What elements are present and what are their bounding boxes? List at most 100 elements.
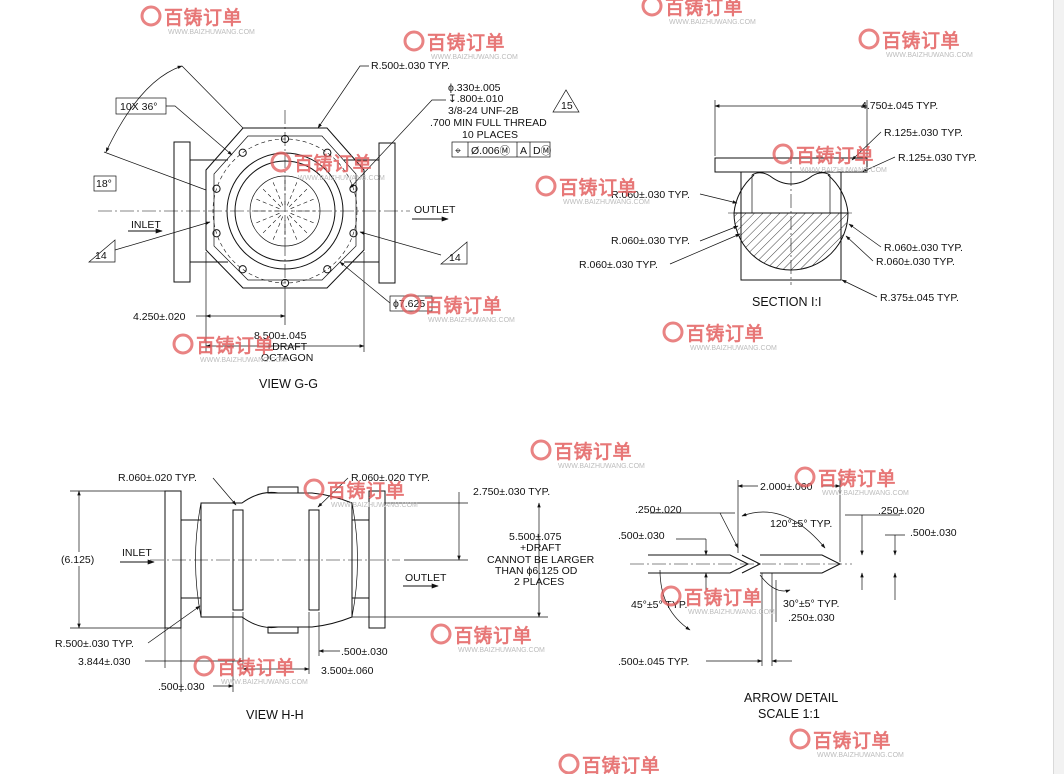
watermark-logo-icon xyxy=(660,585,682,607)
hh-inlet-flange xyxy=(164,490,182,629)
watermark-brand: 百铸订单 xyxy=(294,152,372,175)
hh-dim-2750: 2.750±.030 TYP. xyxy=(473,486,550,498)
ad-120-arc xyxy=(741,511,826,549)
watermark-url: WWW.BAIZHUWANG.COM xyxy=(458,647,545,654)
si-inner-lines xyxy=(751,175,831,213)
gg-dim-left: 4.250±.020 xyxy=(133,311,186,323)
gg-bolt-hole xyxy=(212,184,221,193)
hh-dim-3844: 3.844±.030 xyxy=(78,656,131,668)
watermark-logo-icon xyxy=(172,333,194,355)
hh-bosses xyxy=(267,486,299,634)
watermark-logo-icon xyxy=(403,30,425,52)
hh-r500-leader xyxy=(147,605,201,644)
ad-250a-leader xyxy=(719,512,739,549)
si-r060-5: R.060±.030 TYP. xyxy=(876,256,955,268)
watermark-logo-icon xyxy=(270,151,292,173)
gg-bore-ray xyxy=(289,186,310,207)
watermark-brand: 百铸订单 xyxy=(665,0,743,19)
hh-note-1: 5.500±.075 xyxy=(509,531,562,543)
gg-radius-label: R.500±.030 TYP. xyxy=(371,60,450,72)
gg-bolt-hole xyxy=(349,229,358,238)
gg-bolt-hole xyxy=(323,148,332,157)
ad-title: ARROW DETAIL xyxy=(744,691,838,705)
watermark-brand: 百铸订单 xyxy=(196,334,274,357)
hh-outlet-flange xyxy=(368,490,386,629)
gg-tri-left-label: 14 xyxy=(95,250,107,262)
watermark-brand: 百铸订单 xyxy=(164,6,242,29)
watermark-url: WWW.BAIZHUWANG.COM xyxy=(886,52,973,59)
watermark-brand: 百铸订单 xyxy=(554,440,632,463)
hh-dim-500a: .500±.030 xyxy=(158,681,205,693)
watermark-url: WWW.BAIZHUWANG.COM xyxy=(431,54,518,61)
hh-dim-3500: 3.500±.060 xyxy=(321,665,374,677)
watermark-url: WWW.BAIZHUWANG.COM xyxy=(690,345,777,352)
hh-dim-500b: .500±.030 xyxy=(341,646,388,658)
watermark-brand: 百铸订单 xyxy=(684,586,762,609)
si-r060-2: R.060±.030 TYP. xyxy=(611,235,690,247)
watermark-brand: 百铸订单 xyxy=(424,294,502,317)
view-hh: INLET OUTLET (6.125) R.060±.020 TYP. R.0… xyxy=(55,472,595,722)
watermark-url: WWW.BAIZHUWANG.COM xyxy=(558,463,645,470)
gg-chamfer-leader xyxy=(166,105,233,156)
watermark-url: WWW.BAIZHUWANG.COM xyxy=(221,679,308,686)
watermark-url: WWW.BAIZHUWANG.COM xyxy=(563,199,650,206)
gg-tri-top xyxy=(552,89,580,113)
watermark-url: WWW.BAIZHUWANG.COM xyxy=(168,29,255,36)
gg-bore-ray xyxy=(289,215,310,236)
ad-d500b: .500±.030 xyxy=(910,527,957,539)
watermark-url: WWW.BAIZHUWANG.COM xyxy=(428,317,515,324)
arrow-detail: 2.000±.060 120°±5° TYP. .250±.020 .500±.… xyxy=(618,479,957,721)
gg-bolt-hole xyxy=(212,229,221,238)
ad-d250c: .250±.030 xyxy=(788,612,835,624)
watermark-url: WWW.BAIZHUWANG.COM xyxy=(200,357,287,364)
gg-tri-right-leader xyxy=(359,231,442,256)
watermark-logo-icon xyxy=(535,175,557,197)
watermark-brand: 百铸订单 xyxy=(454,624,532,647)
watermark-logo-icon xyxy=(430,623,452,645)
watermark-brand: 百铸订单 xyxy=(882,29,960,52)
hh-outlet-label: OUTLET xyxy=(405,572,447,584)
hh-r060-right-leader xyxy=(317,477,349,508)
gg-outlet-flange xyxy=(378,142,396,284)
gg-tri-right xyxy=(440,241,468,265)
gg-fcf-tolerance: Ø.006Ⓜ xyxy=(471,145,511,157)
gg-bore-ray xyxy=(253,197,280,209)
watermark-brand: 百铸订单 xyxy=(818,467,896,490)
gg-view-title: VIEW G-G xyxy=(259,377,318,391)
gg-radius-leader xyxy=(317,65,369,129)
hh-note-5: 2 PLACES xyxy=(514,576,564,588)
watermark-url: WWW.BAIZHUWANG.COM xyxy=(688,609,775,616)
watermark-brand: 百铸订单 xyxy=(813,729,891,752)
watermark-logo-icon xyxy=(772,143,794,165)
view-gg: INLET OUTLET 10X 36° 18° 14 14 15 R.500±… xyxy=(88,60,580,391)
hh-r060-left: R.060±.020 TYP. xyxy=(118,472,197,484)
watermark-logo-icon xyxy=(193,655,215,677)
gg-hole-depth: ↧.800±.010 xyxy=(448,93,504,105)
gg-hole-dia: ϕ.330±.005 xyxy=(448,82,501,94)
watermark-logo-icon xyxy=(303,478,325,500)
watermark-logo-icon xyxy=(662,321,684,343)
si-title: SECTION I:I xyxy=(752,295,821,309)
watermark-url: WWW.BAIZHUWANG.COM xyxy=(669,19,756,26)
si-r125a: R.125±.030 TYP. xyxy=(884,127,963,139)
gg-fcf-position: ⌖ xyxy=(455,145,461,157)
right-edge-bar xyxy=(1053,0,1064,774)
watermark-url: WWW.BAIZHUWANG.COM xyxy=(817,752,904,759)
si-r060-3: R.060±.030 TYP. xyxy=(579,259,658,271)
si-r060-2-leader xyxy=(699,225,739,242)
si-r125b: R.125±.030 TYP. xyxy=(898,152,977,164)
watermark-layer: 百铸订单WWW.BAIZHUWANG.COM百铸订单WWW.BAIZHUWANG… xyxy=(140,0,973,779)
